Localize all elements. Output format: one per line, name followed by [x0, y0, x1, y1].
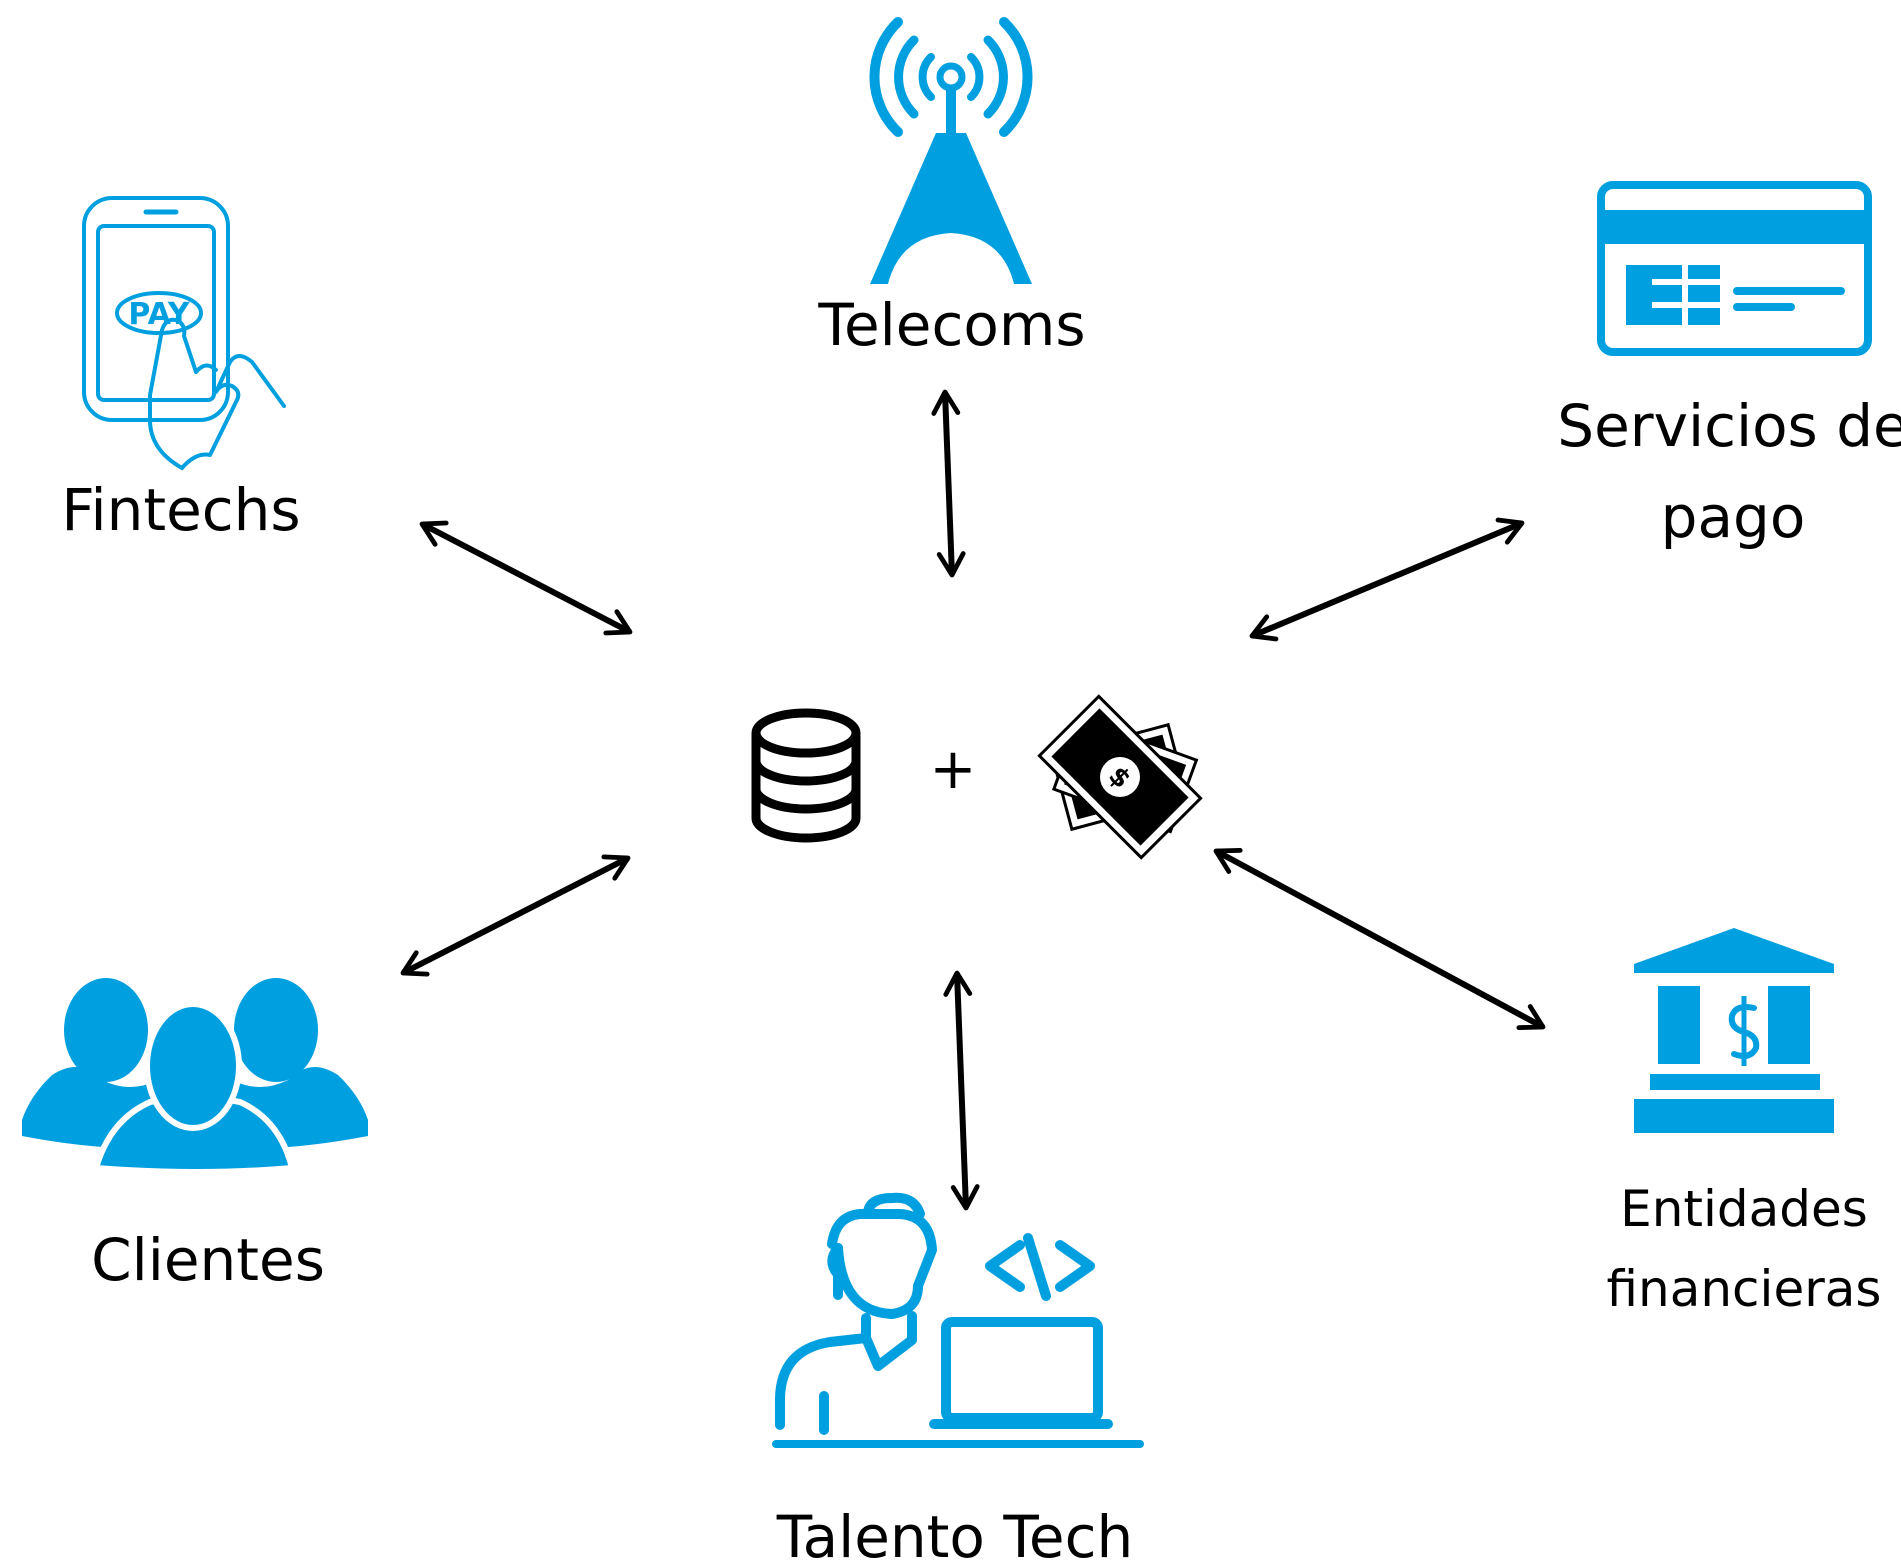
radio-tower-icon [869, 17, 1033, 284]
center-database-icon [751, 708, 861, 843]
talento-label: Talento Tech [776, 1503, 1134, 1562]
phone-pay-icon [82, 196, 286, 470]
arrow-entidades-center [1213, 847, 1546, 1031]
talento-node: Talento Tech [772, 1192, 1144, 1562]
plus-sign: + [930, 737, 977, 802]
bank-icon [1634, 928, 1834, 1133]
entidades-label-line1: Entidades [1620, 1180, 1868, 1238]
servicios-label-line2: pago [1661, 483, 1806, 551]
money-bills-icon: $ [1037, 694, 1203, 860]
connector-arrows [400, 389, 1546, 1211]
pay-text: PAY [128, 297, 191, 332]
arrow-fintechs-center [419, 520, 633, 636]
arrow-clientes-center [400, 854, 631, 977]
fintechs-node: PAY Fintechs [61, 196, 301, 544]
telecoms-label: Telecoms [817, 291, 1085, 359]
people-group-icon [22, 978, 368, 1175]
entidades-label-line2: financieras [1607, 1260, 1882, 1318]
clientes-label: Clientes [91, 1226, 325, 1294]
fintechs-label: Fintechs [61, 476, 300, 544]
arrow-talento-center [943, 970, 980, 1211]
servicios-label-line1: Servicios de [1557, 392, 1901, 460]
clientes-node: Clientes [22, 978, 368, 1294]
telecoms-node: Telecoms [817, 17, 1086, 359]
arrow-telecoms-center [931, 389, 966, 578]
credit-card-icon [1597, 181, 1872, 356]
developer-laptop-icon [772, 1192, 1144, 1448]
arrow-servicios-center [1249, 517, 1525, 642]
entidades-node: Entidades financieras [1607, 928, 1882, 1318]
servicios-node: Servicios de pago [1557, 181, 1901, 551]
